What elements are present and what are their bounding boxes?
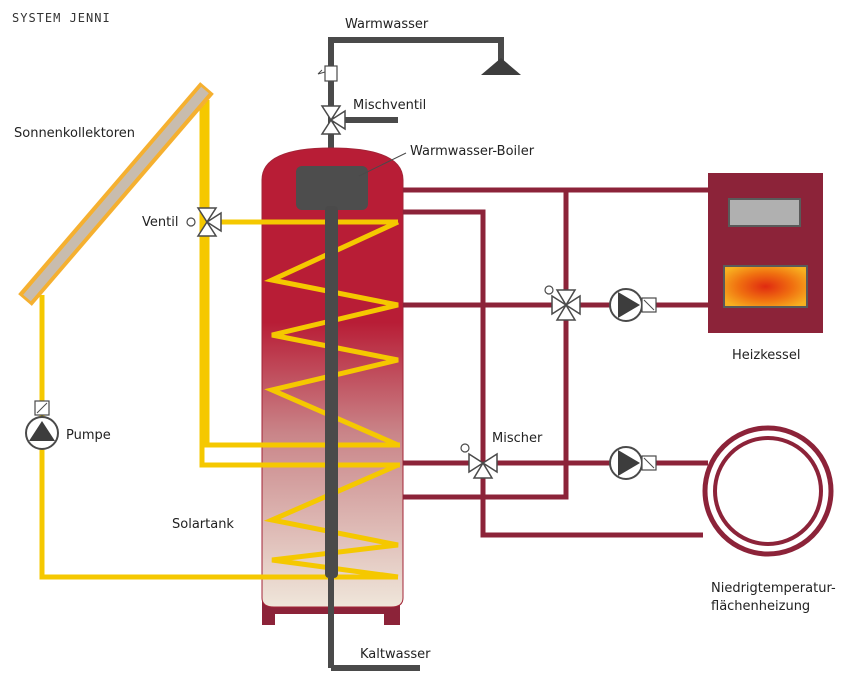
mischventil-label: Mischventil	[353, 98, 426, 113]
cold-water-pipe-inner	[325, 206, 338, 578]
heizkessel	[708, 173, 823, 333]
mischer-icon	[468, 452, 498, 479]
ventil-actuator-icon	[186, 217, 196, 227]
ventil-icon	[196, 207, 222, 237]
mischventil-icon	[320, 105, 346, 135]
floor-heating-pump-icon	[609, 446, 657, 480]
pumpe-label: Pumpe	[66, 428, 111, 443]
heizkessel-pump-icon	[609, 288, 657, 322]
check-valve-icon	[317, 65, 338, 82]
heizkessel-mixer-icon	[551, 289, 581, 321]
mischer-actuator-icon	[460, 443, 470, 453]
ventil-label: Ventil	[142, 215, 178, 230]
warmwasser-label: Warmwasser	[345, 17, 429, 32]
sonnenkollektoren-label: Sonnenkollektoren	[14, 126, 135, 141]
warmwasser-boiler	[296, 166, 368, 210]
warmwasser-boiler-label: Warmwasser-Boiler	[410, 144, 535, 159]
upper-mixer-actuator-icon	[544, 285, 554, 295]
heizkessel-label: Heizkessel	[732, 348, 800, 363]
diagram-title: SYSTEM JENNI	[12, 11, 111, 25]
niedrigtemperatur-label-line2: flächenheizung	[711, 599, 810, 614]
flaechenheizung	[702, 425, 834, 557]
pumpe-icon	[25, 400, 59, 450]
mischer-label: Mischer	[492, 431, 543, 446]
heating-loop	[403, 187, 708, 538]
kaltwasser-label: Kaltwasser	[360, 647, 431, 662]
sonnenkollektor	[18, 82, 214, 306]
shower-head-icon	[481, 58, 521, 75]
solartank-label: Solartank	[172, 517, 234, 532]
niedrigtemperatur-label-line1: Niedrigtemperatur-	[711, 581, 836, 596]
